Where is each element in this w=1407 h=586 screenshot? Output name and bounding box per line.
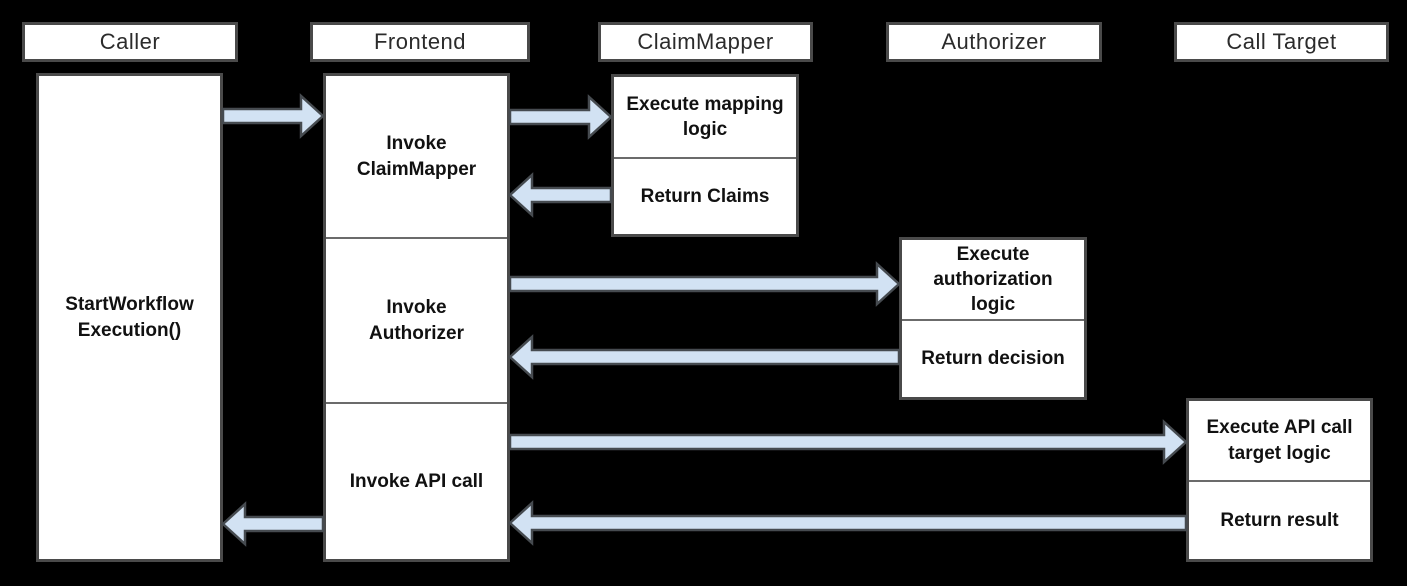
step-execute-mapping-logic: Execute mapping logic — [626, 93, 784, 140]
column-header-calltarget: Call Target — [1174, 22, 1389, 62]
activation-caller: StartWorkflow Execution() — [36, 73, 223, 562]
arrow-frontend-to-caller — [221, 501, 325, 547]
column-header-calltarget-label: Call Target — [1226, 29, 1337, 54]
activation-calltarget: Execute API call target logic Return res… — [1186, 398, 1373, 562]
step-invoke-authorizer: Invoke Authorizer — [326, 237, 507, 402]
column-header-caller: Caller — [22, 22, 238, 62]
column-header-frontend: Frontend — [310, 22, 530, 62]
step-invoke-api-call: Invoke API call — [326, 402, 507, 559]
arrow-frontend-to-calltarget — [508, 419, 1188, 465]
column-header-claimmapper: ClaimMapper — [598, 22, 813, 62]
column-header-caller-label: Caller — [99, 29, 161, 54]
step-execute-api-call-target-logic: Execute API call target logic — [1206, 417, 1353, 464]
step-return-claims: Return Claims — [614, 157, 796, 234]
column-header-frontend-label: Frontend — [373, 29, 467, 54]
step-invoke-claimmapper: Invoke ClaimMapper — [356, 133, 477, 180]
column-header-claimmapper-label: ClaimMapper — [637, 29, 774, 54]
activation-claimmapper: Execute mapping logic Return Claims — [611, 74, 799, 237]
activation-authorizer: Execute authorization logic Return decis… — [899, 237, 1087, 400]
arrow-frontend-to-authorizer — [508, 261, 901, 307]
step-startworkflowexecution: StartWorkflow Execution() — [65, 294, 194, 341]
arrow-caller-to-frontend — [221, 93, 325, 139]
arrow-frontend-to-claimmapper — [508, 94, 613, 140]
step-return-decision: Return decision — [902, 319, 1084, 397]
arrow-calltarget-to-frontend — [508, 500, 1188, 546]
step-execute-authorization-logic: Execute authorization logic — [933, 243, 1053, 316]
activation-frontend: Invoke ClaimMapper Invoke Authorizer Inv… — [323, 73, 510, 562]
column-header-authorizer: Authorizer — [886, 22, 1102, 62]
arrow-claimmapper-to-frontend — [508, 172, 613, 218]
step-return-result: Return result — [1189, 480, 1370, 559]
column-header-authorizer-label: Authorizer — [941, 29, 1047, 54]
arrow-authorizer-to-frontend — [508, 334, 901, 380]
